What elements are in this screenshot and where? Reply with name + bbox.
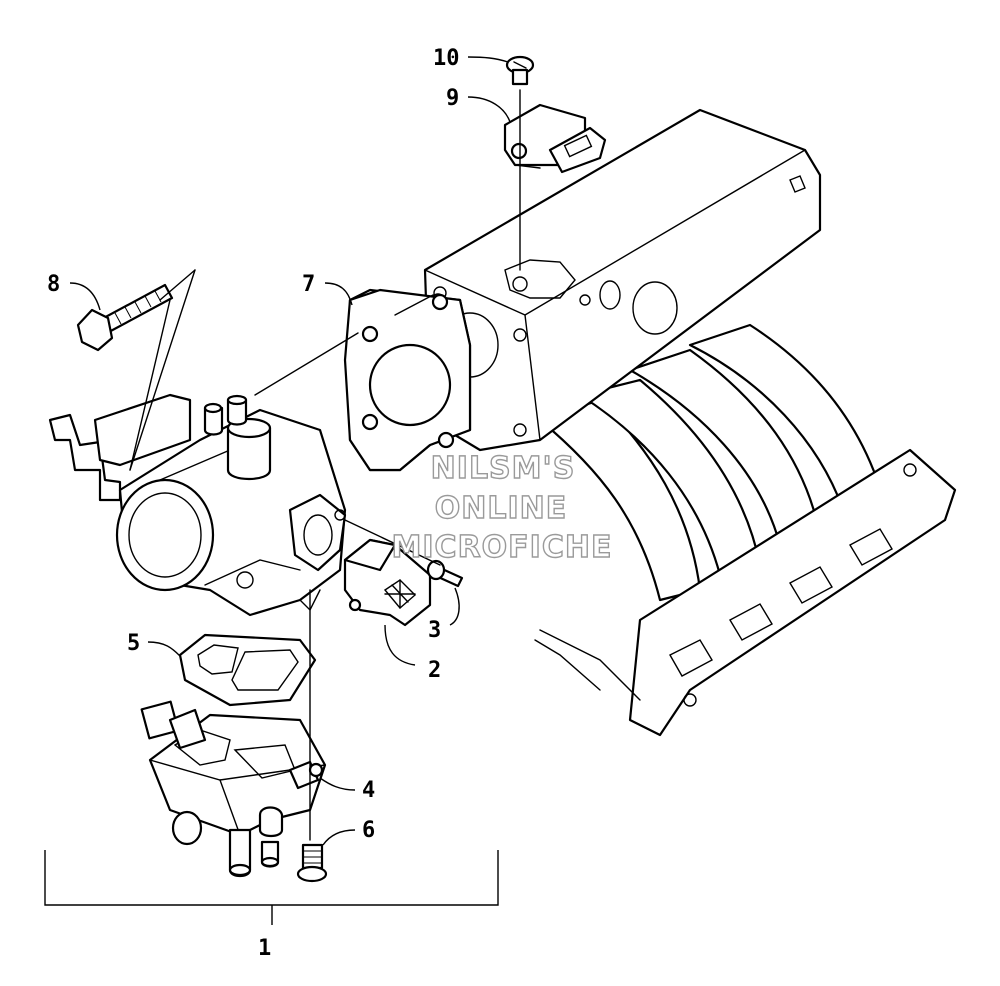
part-4-iac-valve [140,700,327,878]
part-7-gasket [343,288,472,472]
part-8-bolt [76,283,174,352]
throttle-body [48,393,347,617]
watermark-line-3: MICROFICHE [392,530,613,565]
callouts: 1 2 3 4 5 6 7 8 9 10 [47,46,460,961]
callout-5: 5 [127,631,140,656]
callout-1: 1 [258,936,271,961]
part-9-sensor [503,103,607,174]
callout-7: 7 [302,272,315,297]
callout-9: 9 [446,86,459,111]
assembly-lines [129,89,521,841]
callout-10: 10 [433,46,460,71]
part-5-gasket [178,633,317,707]
callout-2: 2 [428,658,441,683]
watermark-line-2: ONLINE [435,491,568,526]
leader-lines [44,56,511,925]
watermark: NILSM'S ONLINE MICROFICHE [391,450,613,565]
part-6-screw [296,843,328,883]
callout-8: 8 [47,272,60,297]
callout-4: 4 [362,778,375,803]
callout-3: 3 [428,618,441,643]
part-2-sensor [343,538,432,627]
callout-6: 6 [362,818,375,843]
watermark-line-1: NILSM'S [431,451,576,486]
part-10-screw [505,55,535,86]
